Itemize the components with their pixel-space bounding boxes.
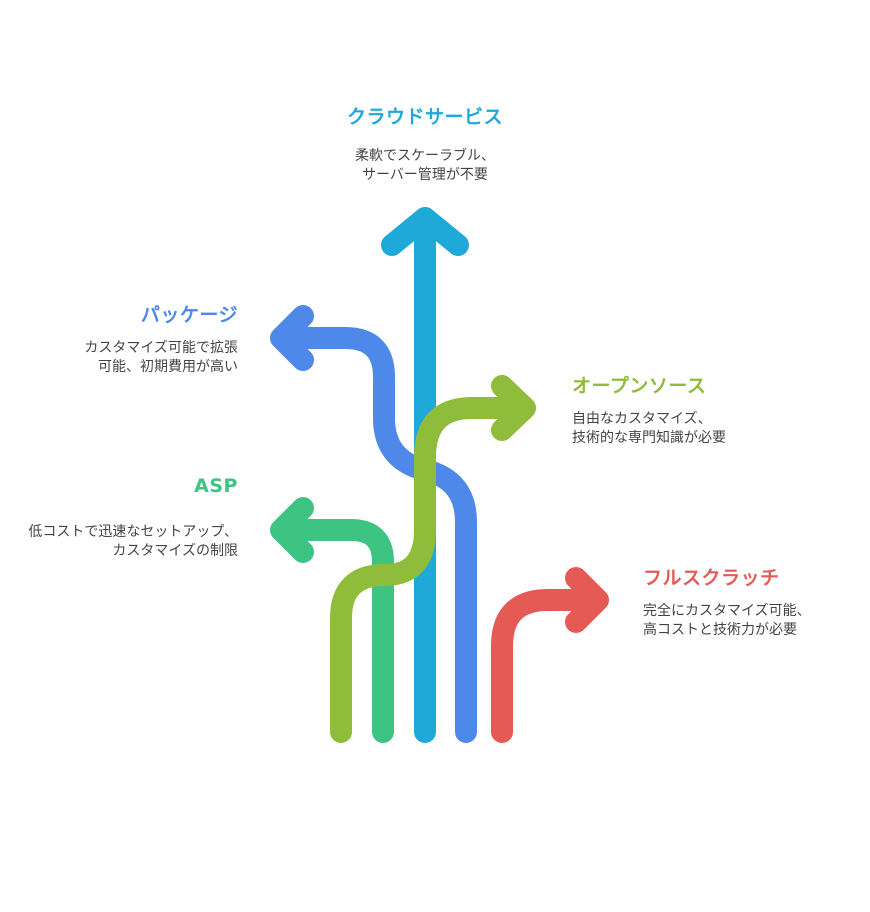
scratch-label: フルスクラッチ 完全にカスタマイズ可能、 高コストと技術力が必要 <box>643 563 863 640</box>
opensource-title: オープンソース <box>572 375 707 397</box>
asp-description: 低コストで迅速なセットアップ、 カスタマイズの制限 <box>0 523 238 561</box>
cloud-desc-line2: サーバー管理が不要 <box>362 167 488 183</box>
package-title: パッケージ <box>140 304 238 326</box>
asp-arrow <box>270 497 394 743</box>
cloud-description: 柔軟でスケーラブル、 サーバー管理が不要 <box>325 147 525 185</box>
opensource-desc-line2: 技術的な専門知識が必要 <box>572 430 726 446</box>
scratch-desc-line1: 完全にカスタマイズ可能、 <box>643 603 811 619</box>
package-desc-line1: カスタマイズ可能で拡張 <box>84 340 238 356</box>
opensource-label: オープンソース 自由なカスタマイズ、 技術的な専門知識が必要 <box>572 371 832 448</box>
scratch-title: フルスクラッチ <box>643 567 780 589</box>
opensource-arrow <box>330 375 536 743</box>
package-label: パッケージ カスタマイズ可能で拡張 可能、初期費用が高い <box>40 300 238 377</box>
package-desc-line2: 可能、初期費用が高い <box>98 359 238 375</box>
scratch-arrow <box>491 567 609 743</box>
asp-title: ASP <box>194 475 238 497</box>
asp-desc-line2: カスタマイズの制限 <box>112 543 238 559</box>
cloud-label: クラウドサービス 柔軟でスケーラブル、 サーバー管理が不要 <box>325 102 525 185</box>
scratch-desc-line2: 高コストと技術力が必要 <box>643 622 797 638</box>
cloud-desc-line1: 柔軟でスケーラブル、 <box>355 148 495 164</box>
asp-label: ASP 低コストで迅速なセットアップ、 カスタマイズの制限 <box>0 475 238 561</box>
package-arrow-upper <box>270 305 436 481</box>
package-description: カスタマイズ可能で拡張 可能、初期費用が高い <box>40 339 238 377</box>
cloud-title: クラウドサービス <box>346 106 503 128</box>
asp-desc-line1: 低コストで迅速なセットアップ、 <box>28 524 238 540</box>
opensource-desc-line1: 自由なカスタマイズ、 <box>572 411 712 427</box>
opensource-description: 自由なカスタマイズ、 技術的な専門知識が必要 <box>572 410 832 448</box>
scratch-description: 完全にカスタマイズ可能、 高コストと技術力が必要 <box>643 602 863 640</box>
